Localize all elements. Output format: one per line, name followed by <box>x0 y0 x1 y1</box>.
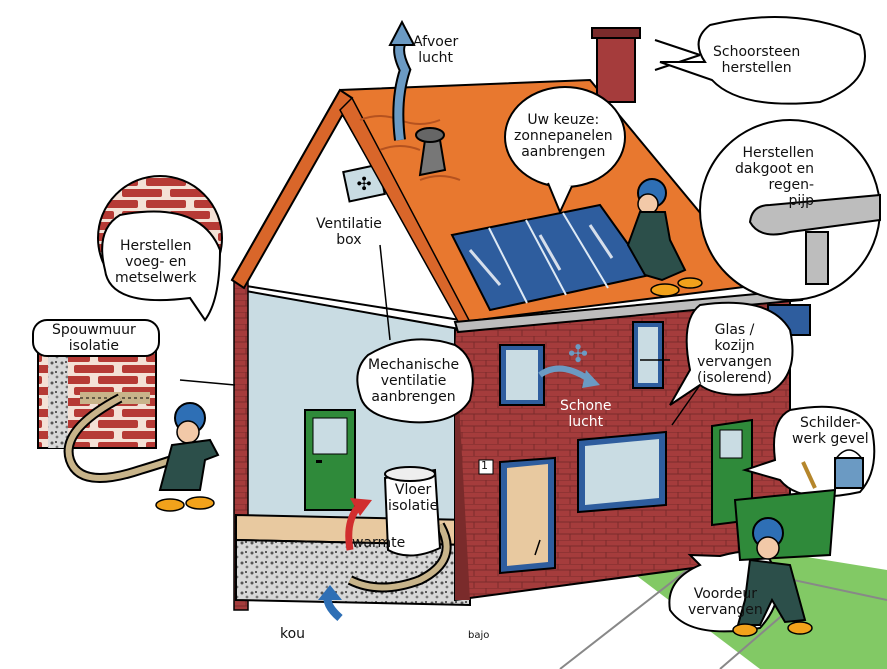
artist-signature: bajo <box>468 628 489 644</box>
svg-text:✣: ✣ <box>568 340 588 368</box>
label-warmte: warmte <box>352 535 405 551</box>
cavity-insulation-box <box>38 350 156 448</box>
svg-text:✣: ✣ <box>356 174 371 195</box>
house-number: 1 <box>481 458 488 474</box>
label-kou: kou <box>280 626 305 642</box>
label-schilderwerk: Schilder-werk gevel <box>792 415 869 447</box>
